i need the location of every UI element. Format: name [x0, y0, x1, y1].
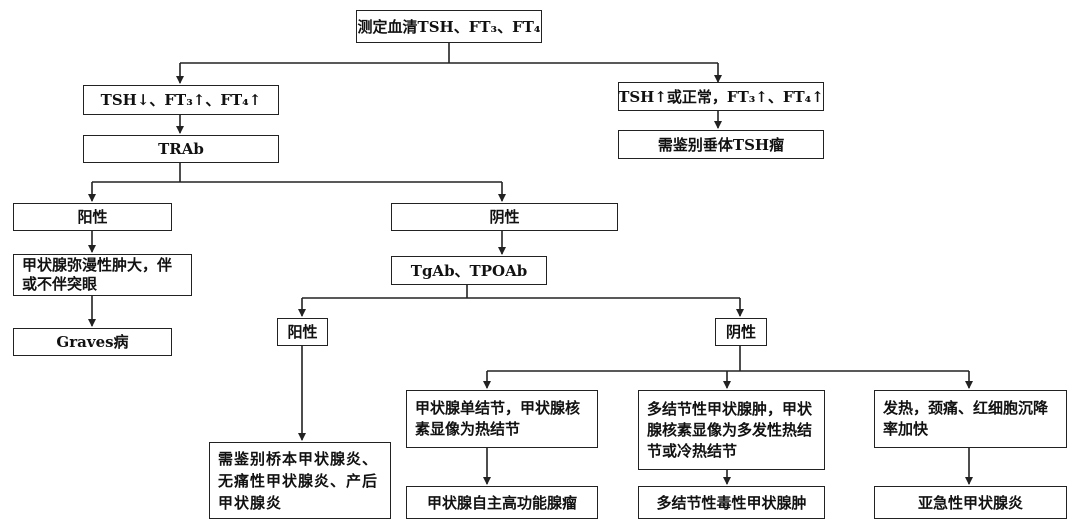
- multi-nodule-label: 多结节性甲状腺肿，甲状腺核素显像为多发性热结节或冷热结节: [647, 399, 813, 460]
- pituitary-label: 需鉴别垂体TSH瘤: [657, 135, 785, 154]
- hashimoto-label: 需鉴别桥本甲状腺炎、无痛性甲状腺炎、产后甲状腺炎: [218, 449, 379, 512]
- diffuse-goiter-label: 甲状腺弥漫性肿大，伴或不伴突眼: [22, 256, 173, 293]
- ab-negative-node: 阴性: [715, 318, 767, 346]
- fever-label: 发热，颈痛、红细胞沉降率加快: [883, 399, 1049, 438]
- toxic-goiter-node: 多结节性毒性甲状腺肿: [638, 486, 825, 519]
- tgab-tpoab-label: TgAb、TPOAb: [410, 261, 528, 280]
- trab-label: TRAb: [158, 140, 204, 158]
- root-label: 测定血清TSH、FT₃、FT₄: [357, 17, 541, 36]
- tgab-tpoab-node: TgAb、TPOAb: [391, 256, 547, 285]
- ab-negative-label: 阴性: [725, 323, 756, 341]
- left-condition-node: TSH↓、FT₃↑、FT₄↑: [83, 85, 279, 115]
- trab-node: TRAb: [83, 135, 279, 163]
- hashimoto-node: 需鉴别桥本甲状腺炎、无痛性甲状腺炎、产后甲状腺炎: [209, 442, 391, 519]
- graves-node: Graves病: [13, 328, 172, 356]
- adenoma-node: 甲状腺自主高功能腺瘤: [406, 486, 598, 519]
- subacute-label: 亚急性甲状腺炎: [917, 493, 1023, 512]
- subacute-node: 亚急性甲状腺炎: [874, 486, 1067, 519]
- right-condition-label: TSH↑或正常，FT₃↑、FT₄↑: [618, 87, 824, 106]
- single-nodule-node: 甲状腺单结节，甲状腺核素显像为热结节: [406, 390, 598, 448]
- left-condition-label: TSH↓、FT₃↑、FT₄↑: [100, 91, 262, 109]
- pituitary-node: 需鉴别垂体TSH瘤: [618, 130, 824, 159]
- adenoma-label: 甲状腺自主高功能腺瘤: [426, 493, 577, 512]
- trab-positive-label: 阳性: [77, 208, 108, 226]
- graves-label: Graves病: [56, 333, 129, 351]
- diffuse-goiter-node: 甲状腺弥漫性肿大，伴或不伴突眼: [13, 254, 192, 296]
- root-node: 测定血清TSH、FT₃、FT₄: [356, 10, 542, 43]
- right-condition-node: TSH↑或正常，FT₃↑、FT₄↑: [618, 82, 824, 111]
- single-nodule-label: 甲状腺单结节，甲状腺核素显像为热结节: [415, 399, 581, 438]
- trab-negative-label: 阴性: [489, 208, 520, 226]
- trab-negative-node: 阴性: [391, 203, 618, 231]
- toxic-goiter-label: 多结节性毒性甲状腺肿: [656, 493, 807, 512]
- multi-nodule-node: 多结节性甲状腺肿，甲状腺核素显像为多发性热结节或冷热结节: [638, 390, 825, 470]
- trab-positive-node: 阳性: [13, 203, 172, 231]
- ab-positive-node: 阳性: [277, 318, 328, 346]
- fever-node: 发热，颈痛、红细胞沉降率加快: [874, 390, 1067, 448]
- ab-positive-label: 阳性: [287, 323, 318, 341]
